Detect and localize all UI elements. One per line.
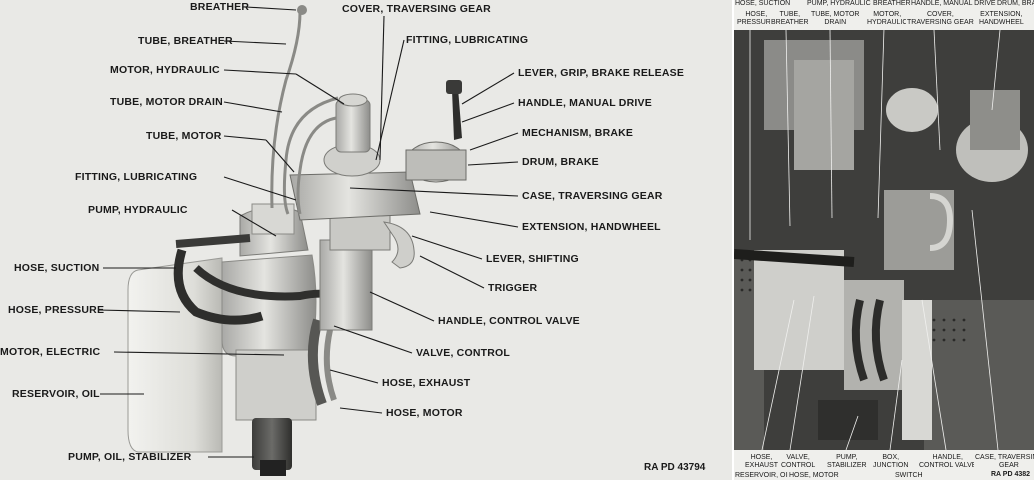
label-hose-motor: HOSE, MOTOR <box>386 407 463 419</box>
label-motor-electric: MOTOR, ELECTRIC <box>0 346 101 358</box>
label-fitting-lubricating-top: FITTING, LUBRICATING <box>406 34 529 46</box>
label-cover-traversing-gear: COVER, TRAVERSING GEAR <box>342 3 491 15</box>
panel-divider <box>732 0 734 480</box>
left-figure-panel: BREATHER TUBE, BREATHER MOTOR, HYDRAULIC… <box>0 1 706 476</box>
label-trigger: TRIGGER <box>488 282 538 294</box>
right-label-hose-suction: HOSE, SUCTION <box>734 0 792 8</box>
right-label-switch: SWITCH <box>894 472 924 480</box>
right-label-box-junction: BOX,JUNCTION <box>872 454 910 470</box>
right-label-reservoir-oil: RESERVOIR, OIL <box>734 472 793 480</box>
label-handle-manual-drive: HANDLE, MANUAL DRIVE <box>518 97 652 109</box>
right-label-motor-hydraulic: MOTOR,HYDRAULIC <box>866 11 909 27</box>
reference-number-left: RA PD 43794 <box>644 462 706 473</box>
label-lever-grip-brake-release: LEVER, GRIP, BRAKE RELEASE <box>518 67 685 79</box>
right-label-valve-control: VALVE,CONTROL <box>780 454 817 470</box>
label-hose-suction: HOSE, SUCTION <box>14 262 100 274</box>
label-reservoir-oil: RESERVOIR, OIL <box>12 388 100 400</box>
label-breather: BREATHER <box>190 1 250 13</box>
label-tube-motor-drain: TUBE, MOTOR DRAIN <box>110 96 223 108</box>
label-motor-hydraulic: MOTOR, HYDRAULIC <box>110 64 220 76</box>
label-case-traversing-gear: CASE, TRAVERSING GEAR <box>522 190 663 202</box>
right-label-hose-exhaust: HOSE,EXHAUST <box>744 454 780 470</box>
right-label-hose-pressure: HOSE,PRESSURE <box>736 11 777 27</box>
label-tube-motor: TUBE, MOTOR <box>146 130 222 142</box>
label-extension-handwheel: EXTENSION, HANDWHEEL <box>522 221 661 233</box>
right-label-pump-stabilizer: PUMP,STABILIZER <box>826 454 868 470</box>
right-label-pump-hydraulic: PUMP, HYDRAULIC <box>806 0 872 8</box>
right-label-tube-breather: TUBE,BREATHER <box>770 11 810 27</box>
right-figure-photo <box>734 0 1034 480</box>
label-valve-control: VALVE, CONTROL <box>416 347 510 359</box>
right-label-drum-brake: DRUM, BRAKE <box>996 0 1034 8</box>
right-figure-panel: HOSE, SUCTION PUMP, HYDRAULIC BREATHER H… <box>734 0 1034 480</box>
right-label-cover-traversing-gear: COVER,TRAVERSING GEAR <box>906 11 975 27</box>
right-label-handle-control-valve: HANDLE,CONTROL VALVE <box>918 454 978 470</box>
right-label-breather: BREATHER <box>872 0 912 8</box>
label-pump-hydraulic: PUMP, HYDRAULIC <box>88 204 188 216</box>
right-label-handle-manual-drive: HANDLE, MANUAL DRIVE <box>910 0 997 8</box>
label-tube-breather: TUBE, BREATHER <box>138 35 233 47</box>
label-lever-shifting: LEVER, SHIFTING <box>486 253 579 265</box>
label-pump-oil-stabilizer: PUMP, OIL, STABILIZER <box>68 451 192 463</box>
leader-lines <box>97 6 519 458</box>
right-label-hose-motor: HOSE, MOTOR <box>788 472 840 480</box>
left-figure-illustration <box>97 5 519 476</box>
label-hose-pressure: HOSE, PRESSURE <box>8 304 105 316</box>
label-mechanism-brake: MECHANISM, BRAKE <box>522 127 634 139</box>
reference-number-right: RA PD 4382 <box>990 471 1032 479</box>
right-label-extension-handwheel: EXTENSION,HANDWHEEL <box>978 11 1025 27</box>
label-handle-control-valve: HANDLE, CONTROL VALVE <box>438 315 580 327</box>
label-hose-exhaust: HOSE, EXHAUST <box>382 377 471 389</box>
label-fitting-lubricating-left: FITTING, LUBRICATING <box>75 171 198 183</box>
label-drum-brake: DRUM, BRAKE <box>522 156 599 168</box>
